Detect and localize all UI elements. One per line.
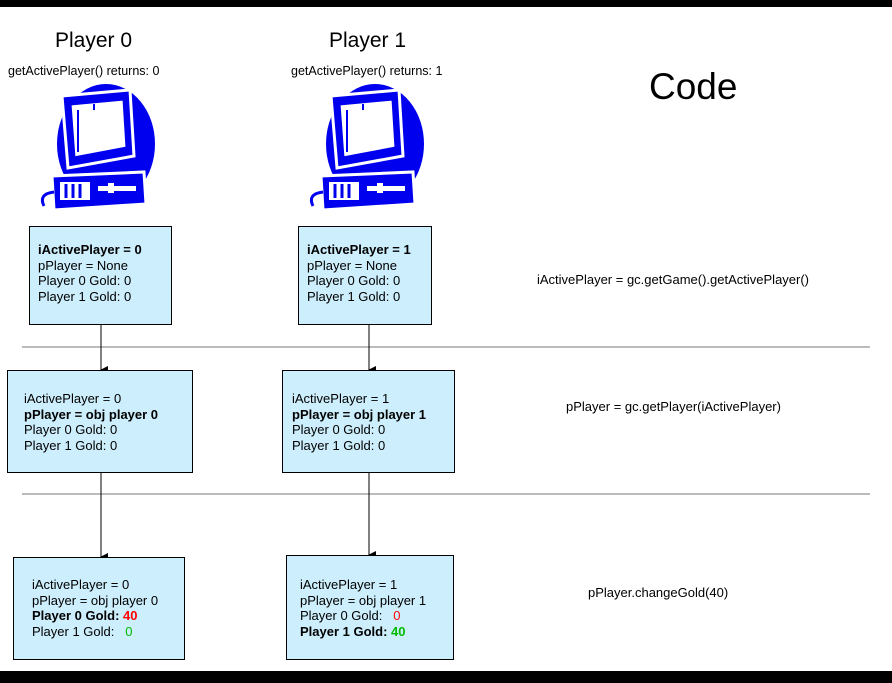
- code-line-1: iActivePlayer = gc.getGame().getActivePl…: [537, 272, 810, 287]
- gold-value-unchanged: 0: [393, 608, 401, 623]
- player-0-title: Player 0: [55, 29, 133, 52]
- state-line: iActivePlayer = 0: [32, 577, 130, 592]
- state-line: Player 1 Gold: 0: [307, 288, 401, 304]
- state-line: iActivePlayer = 0: [24, 391, 122, 406]
- state-line: Player 1 Gold: 0: [32, 624, 184, 640]
- code-line-3: pPlayer.changeGold(40): [588, 585, 729, 600]
- code-title: Code: [649, 66, 738, 107]
- gold-label: Player 0 Gold:: [300, 608, 394, 623]
- state-box-p1-stage3: iActivePlayer = 1 pPlayer = obj player 1…: [286, 555, 454, 660]
- gold-value-changed: 40: [391, 623, 406, 639]
- gold-label: Player 1 Gold:: [32, 623, 126, 639]
- gold-value-changed: 40: [123, 608, 138, 623]
- state-line: iActivePlayer = 0: [38, 242, 142, 257]
- state-line: Player 1 Gold: 0: [38, 288, 132, 304]
- gold-value-unchanged: 0: [125, 623, 133, 639]
- computer-icon: [40, 84, 155, 212]
- state-line: Player 0 Gold: 40: [32, 608, 184, 624]
- state-line: iActivePlayer = 1: [292, 391, 390, 406]
- state-line: iActivePlayer = 1: [307, 242, 411, 257]
- state-line: pPlayer = obj player 1: [300, 592, 427, 608]
- player-1-title: Player 1: [329, 29, 407, 52]
- state-box-p1-stage2: iActivePlayer = 1 pPlayer = obj player 1…: [282, 370, 455, 473]
- player-0-returns: getActivePlayer() returns: 0: [8, 64, 160, 78]
- state-box-p0-stage3: iActivePlayer = 0 pPlayer = obj player 0…: [13, 557, 185, 660]
- state-line: Player 0 Gold: 0: [307, 273, 401, 288]
- state-box-p0-stage2: iActivePlayer = 0 pPlayer = obj player 0…: [7, 370, 193, 473]
- state-line: pPlayer = obj player 0: [24, 406, 159, 422]
- gold-label: Player 0 Gold:: [32, 608, 124, 623]
- state-line: Player 1 Gold: 0: [24, 437, 118, 453]
- state-line: Player 1 Gold: 40: [300, 624, 453, 640]
- diagram-canvas: Player 0 getActivePlayer() returns: 0 Pl…: [0, 7, 892, 671]
- code-line-2: pPlayer = gc.getPlayer(iActivePlayer): [566, 399, 781, 414]
- gold-label: Player 1 Gold:: [300, 623, 392, 639]
- state-line: pPlayer = None: [307, 257, 397, 273]
- state-box-p1-stage1: iActivePlayer = 1 pPlayer = None Player …: [298, 226, 432, 325]
- connector-lines: [22, 324, 870, 561]
- state-line: pPlayer = obj player 0: [32, 592, 159, 608]
- state-box-p0-stage1: iActivePlayer = 0 pPlayer = None Player …: [29, 226, 172, 325]
- state-line: Player 0 Gold: 0: [300, 608, 453, 624]
- state-line: Player 0 Gold: 0: [292, 422, 386, 437]
- player-1-returns: getActivePlayer() returns: 1: [291, 64, 443, 78]
- state-line: pPlayer = obj player 1: [292, 406, 427, 422]
- state-line: Player 0 Gold: 0: [38, 273, 132, 288]
- state-line: iActivePlayer = 1: [300, 577, 398, 592]
- computer-icon: [309, 84, 424, 212]
- state-line: Player 1 Gold: 0: [292, 437, 386, 453]
- state-line: pPlayer = None: [38, 257, 128, 273]
- state-line: Player 0 Gold: 0: [24, 422, 118, 437]
